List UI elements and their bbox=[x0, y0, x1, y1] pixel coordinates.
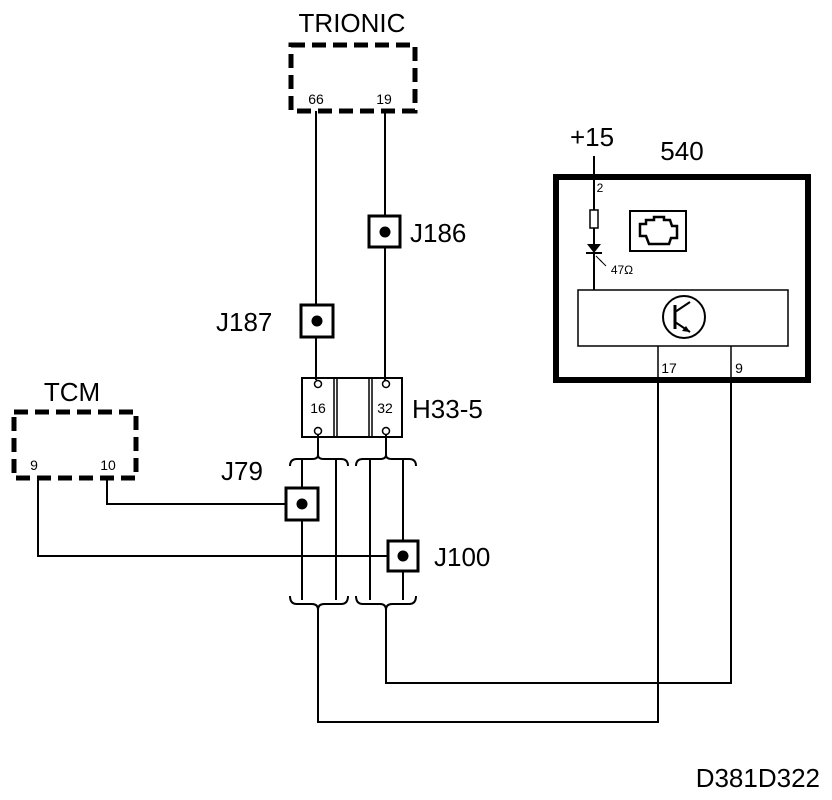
supply-label: +15 bbox=[570, 122, 614, 152]
connector-pin-16: 16 bbox=[310, 400, 326, 416]
supply-pin-2: 2 bbox=[597, 181, 604, 195]
twist-group-1-top bbox=[289, 454, 349, 467]
twist-group-2-bottom bbox=[355, 595, 417, 611]
tcm-box bbox=[11, 409, 139, 481]
twist-group-2-top bbox=[355, 454, 417, 467]
trionic-label: TRIONIC bbox=[299, 8, 406, 38]
junction-j186-label: J186 bbox=[410, 218, 466, 248]
instrument-label: 540 bbox=[660, 136, 703, 166]
trionic-pin-66: 66 bbox=[308, 91, 324, 107]
tcm-module: TCM 9 10 bbox=[11, 377, 139, 481]
trionic-box bbox=[288, 42, 418, 114]
connector-box bbox=[301, 377, 403, 438]
tcm-pin-10: 10 bbox=[100, 457, 116, 473]
junction-j186: J186 bbox=[367, 214, 466, 249]
figure-id: D381D322 bbox=[696, 763, 820, 793]
instrument-pin-17: 17 bbox=[661, 360, 677, 376]
instrument-pin-9: 9 bbox=[735, 360, 743, 376]
wire-instrument-17 bbox=[317, 380, 659, 723]
transistor-block bbox=[577, 289, 789, 347]
junction-j187: J187 bbox=[216, 303, 335, 339]
instrument-540: 540 +15 2 47Ω bbox=[553, 122, 811, 383]
transistor-icon bbox=[662, 295, 706, 339]
instrument-box bbox=[553, 174, 811, 383]
led-symbol bbox=[586, 244, 607, 267]
wire-instrument-9 bbox=[385, 380, 732, 684]
tcm-pin-9: 9 bbox=[30, 457, 38, 473]
trionic-pin-19: 19 bbox=[376, 91, 392, 107]
junction-j79-label: J79 bbox=[221, 456, 263, 486]
wire-tcm-9 bbox=[37, 478, 403, 557]
connector-h33-5: 16 32 H33-5 bbox=[301, 377, 483, 438]
connector-label: H33-5 bbox=[412, 394, 483, 424]
wires bbox=[37, 111, 732, 723]
junction-j100-label: J100 bbox=[434, 542, 490, 572]
resistor-value: 47Ω bbox=[611, 263, 633, 277]
wire-tcm-10 bbox=[106, 478, 302, 505]
twist-group-1-bottom bbox=[289, 595, 349, 611]
resistor-symbol bbox=[589, 209, 599, 229]
trionic-module: TRIONIC 66 19 bbox=[288, 8, 418, 114]
connector-pin-32: 32 bbox=[377, 400, 393, 416]
junction-j79: J79 bbox=[221, 456, 320, 522]
engine-check-icon bbox=[629, 210, 687, 252]
junction-j100: J100 bbox=[386, 539, 490, 573]
junction-j187-label: J187 bbox=[216, 307, 272, 337]
tcm-label: TCM bbox=[44, 377, 100, 407]
